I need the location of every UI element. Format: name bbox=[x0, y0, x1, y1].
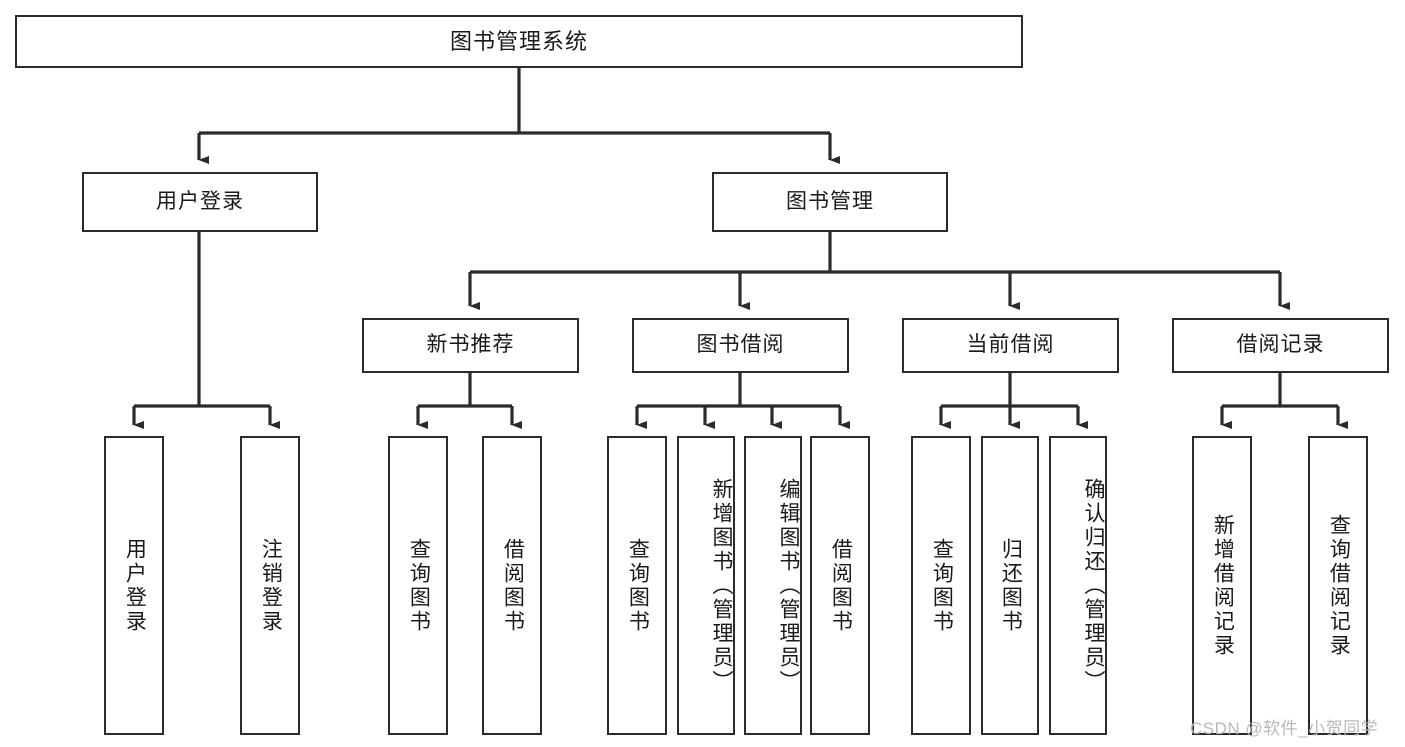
node-borrow-record[interactable]: 借阅记录 bbox=[1172, 318, 1389, 373]
node-current-borrow[interactable]: 当前借阅 bbox=[902, 318, 1119, 373]
node-book-borrow[interactable]: 图书借阅 bbox=[632, 318, 849, 373]
leaf-edit-book-admin[interactable]: 编辑图书（管理员） bbox=[744, 436, 802, 735]
node-root-system[interactable]: 图书管理系统 bbox=[15, 15, 1023, 68]
leaf-confirm-return-admin[interactable]: 确认归还（管理员） bbox=[1049, 436, 1107, 735]
node-book-management[interactable]: 图书管理 bbox=[712, 172, 948, 232]
csdn-watermark: CSDN @软件_小贺同学 bbox=[1190, 719, 1379, 738]
leaf-query-book-2[interactable]: 查询图书 bbox=[607, 436, 667, 735]
leaf-return-book[interactable]: 归还图书 bbox=[981, 436, 1039, 735]
leaf-query-book-1[interactable]: 查询图书 bbox=[388, 436, 448, 735]
leaf-add-book-admin[interactable]: 新增图书（管理员） bbox=[677, 436, 735, 735]
leaf-query-borrow-record[interactable]: 查询借阅记录 bbox=[1308, 436, 1368, 735]
leaf-borrow-book-2[interactable]: 借阅图书 bbox=[810, 436, 870, 735]
node-user-login[interactable]: 用户登录 bbox=[82, 172, 318, 232]
leaf-add-borrow-record[interactable]: 新增借阅记录 bbox=[1192, 436, 1252, 735]
leaf-query-book-3[interactable]: 查询图书 bbox=[911, 436, 971, 735]
leaf-user-login[interactable]: 用户登录 bbox=[104, 436, 164, 735]
leaf-logout[interactable]: 注销登录 bbox=[240, 436, 300, 735]
leaf-borrow-book-1[interactable]: 借阅图书 bbox=[482, 436, 542, 735]
node-new-book-recommend[interactable]: 新书推荐 bbox=[362, 318, 579, 373]
